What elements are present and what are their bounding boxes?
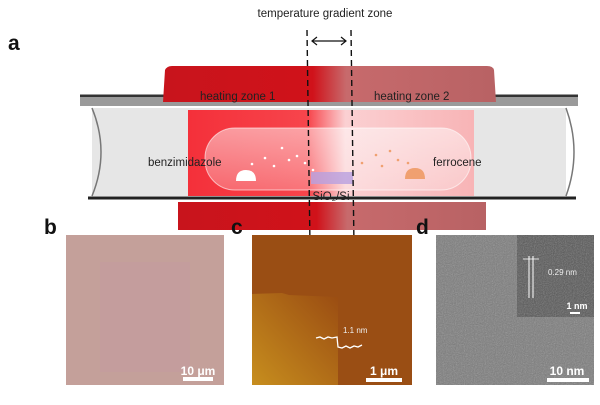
heating-zone-1-label: heating zone 1 (200, 91, 275, 103)
substrate (311, 172, 353, 184)
scale-bar-label-b: 10 μm (181, 364, 216, 378)
top-heater (163, 66, 496, 102)
benzimidazole-label: benzimidazole (148, 157, 222, 169)
scale-bar-c (366, 378, 402, 382)
inset-scale-bar-label: 1 nm (566, 301, 587, 311)
benzimidazole-source (236, 170, 256, 181)
panel-d: d 0.29 nm 1 nm 10 nm (416, 216, 594, 385)
panel-label-d: d (416, 216, 429, 239)
substrate-label: SiO₂/Si (312, 191, 349, 203)
inset-scale-bar (570, 312, 580, 314)
inner-tube (204, 127, 472, 191)
temperature-gradient-zone-label: temperature gradient zone (258, 8, 393, 20)
benzimidazole-vapor-dots (250, 146, 315, 172)
gradient-boundary-left (306, 29, 311, 247)
ferrocene-vapor-dots (360, 149, 410, 168)
ferrocene-source (405, 168, 425, 179)
double-arrow-icon (311, 36, 347, 46)
step-height-label: 1.1 nm (343, 326, 368, 335)
panel-label-c: c (231, 216, 243, 239)
scale-bar-label-c: 1 μm (370, 364, 398, 378)
lattice-spacing-label: 0.29 nm (548, 268, 577, 277)
panel-b: b 10 μm (44, 216, 224, 385)
panel-label-a: a (8, 32, 20, 55)
scale-bar-b (183, 377, 213, 381)
scale-bar-d (547, 378, 589, 382)
scale-bar-label-d: 10 nm (550, 364, 585, 378)
ferrocene-label: ferrocene (433, 157, 482, 169)
panel-a: a temperature gradient zone heating zone… (8, 8, 578, 247)
panel-label-b: b (44, 216, 57, 239)
monolayer-region (252, 293, 338, 385)
gradient-boundary-right (350, 29, 355, 247)
panel-c: c 1.1 nm 1 μm (231, 216, 412, 385)
heating-zone-2-label: heating zone 2 (374, 91, 449, 103)
bottom-heater (178, 202, 486, 230)
height-profile (315, 336, 363, 349)
